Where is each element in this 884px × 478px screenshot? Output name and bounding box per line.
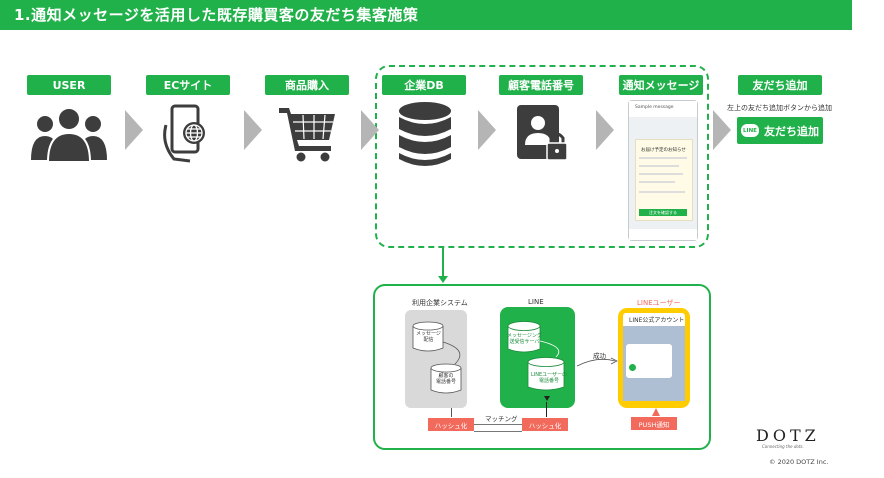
line-hash-tag: ハッシュ化 xyxy=(522,418,568,431)
copyright: © 2020 DOTZ Inc. xyxy=(769,458,829,466)
push-notification-tag: PUSH通知 xyxy=(631,417,677,430)
enterprise-db-diagram xyxy=(412,321,462,394)
title-bar xyxy=(0,0,852,30)
arrow-down-icon xyxy=(438,276,448,283)
shopping-cart-icon xyxy=(279,108,335,162)
line-user-title: LINEユーザー xyxy=(637,299,681,307)
line-avatar-icon xyxy=(629,364,636,371)
line-logo-icon: LINE xyxy=(741,124,759,137)
add-friend-button-label: 友だち追加 xyxy=(764,124,819,138)
enterprise-hash-tag: ハッシュ化 xyxy=(428,418,474,431)
connector-line xyxy=(442,248,444,278)
step-label-company-db: 企業DB xyxy=(382,75,466,95)
success-arrow xyxy=(576,357,618,367)
company-group-outline xyxy=(375,65,709,248)
add-friend-caption: 左上の友だち追加ボタンから追加 xyxy=(727,104,832,112)
database-icon xyxy=(399,102,451,166)
arrow-up-icon xyxy=(652,408,660,416)
chevron-right-icon xyxy=(713,110,731,150)
line-db-messaging: メッセージング 送受信サーバ xyxy=(507,333,542,345)
matching-connector xyxy=(474,424,522,425)
connector-line xyxy=(451,408,452,417)
flow-diagram xyxy=(373,284,711,450)
step-label-ec-site: ECサイト xyxy=(146,75,230,95)
add-friend-button[interactable]: LINE 友だち追加 xyxy=(737,117,823,144)
page-title: 1.通知メッセージを活用した既存購買客の友だち集客施策 xyxy=(14,6,419,24)
step-label-user: USER xyxy=(27,75,111,95)
dotz-tagline: Connecting the dots. xyxy=(762,444,804,449)
line-db-diagram xyxy=(507,321,565,391)
enterprise-title: 利用企業システム xyxy=(412,299,468,307)
step-label-purchase: 商品購入 xyxy=(265,75,349,95)
notification-app-name: Sample message xyxy=(635,105,674,110)
matching-label: マッチング xyxy=(485,415,518,423)
step-label-notification: 通知メッセージ xyxy=(619,75,703,95)
notification-card-button: 注文を確認する xyxy=(649,210,677,215)
locked-contact-icon xyxy=(517,105,568,161)
enterprise-db-message: メッセージ 配信 xyxy=(416,331,441,343)
success-label: 成功 xyxy=(593,352,606,360)
step-label-add-friend: 友だち追加 xyxy=(738,75,822,95)
step-label-phone-number: 顧客電話番号 xyxy=(499,75,583,95)
users-icon xyxy=(31,107,107,163)
notification-card-title: お届け予定のお知らせ xyxy=(641,148,686,153)
line-official-account-title: LINE公式アカウント xyxy=(629,317,685,324)
chevron-right-icon xyxy=(361,110,379,150)
chevron-right-icon xyxy=(244,110,262,150)
line-title: LINE xyxy=(528,298,544,306)
smartphone-globe-icon xyxy=(163,104,205,163)
chevron-right-icon xyxy=(596,110,614,150)
chevron-right-icon xyxy=(478,110,496,150)
connector-line xyxy=(546,402,547,417)
arrow-down-icon xyxy=(544,396,550,401)
matching-connector xyxy=(474,431,522,432)
dotz-logo: DOTZ xyxy=(756,426,820,445)
enterprise-db-phone: 顧客の 電話番号 xyxy=(436,373,457,385)
line-chat-bubble xyxy=(626,344,672,378)
notification-phone: Sample message お届け予定のお知らせ 注文を確認する xyxy=(628,100,698,241)
line-db-phone: LINEユーザーの 電話番号 xyxy=(531,372,568,384)
chevron-right-icon xyxy=(125,110,143,150)
